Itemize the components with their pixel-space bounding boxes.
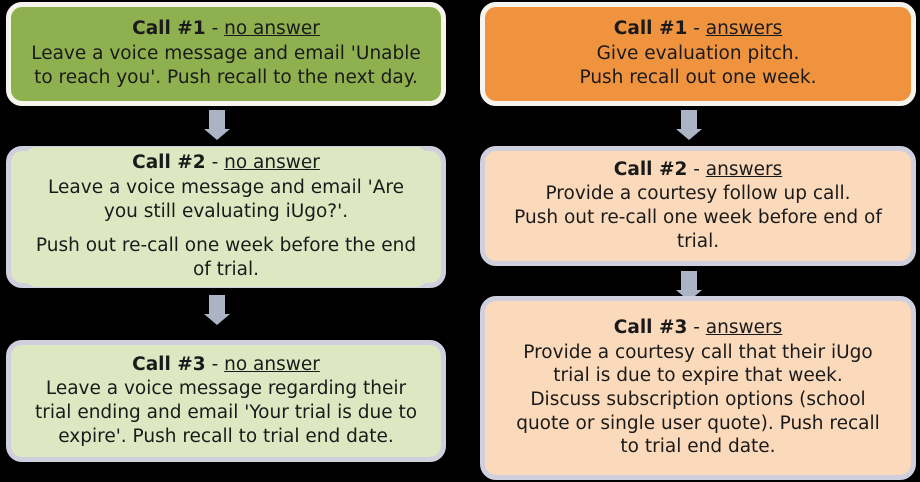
node-body-paragraph: Leave a voice message and email 'Are you… <box>48 177 404 222</box>
node-body-paragraph: Leave a voice message and email 'Unable … <box>31 43 421 88</box>
flow-node-left-call-1[interactable]: Call #1 - no answer Leave a voice messag… <box>6 2 446 106</box>
node-state-label: no answer <box>224 152 320 174</box>
flow-node-left-call-2[interactable]: Call #2 - no answer Leave a voice messag… <box>6 146 446 288</box>
node-inner: Call #1 - answers Give evaluation pitch.… <box>499 13 897 95</box>
node-heading: Call #3 - answers <box>505 317 891 340</box>
node-call-label: Call #1 <box>613 18 688 40</box>
node-separator: - <box>205 152 225 174</box>
node-heading: Call #1 - no answer <box>31 18 421 41</box>
node-inner: Call #2 - answers Provide a courtesy fol… <box>499 153 897 259</box>
arrow-shaft <box>681 110 697 129</box>
arrow-head-icon <box>676 129 702 140</box>
node-body-paragraph: Provide a courtesy follow up call. Push … <box>514 183 882 252</box>
flow-node-left-call-3[interactable]: Call #3 - no answer Leave a voice messag… <box>6 340 446 462</box>
node-heading: Call #2 - no answer <box>31 152 421 175</box>
node-state-label: answers <box>705 18 783 40</box>
node-separator: - <box>205 18 225 40</box>
node-separator: - <box>205 353 225 375</box>
node-separator: - <box>687 316 706 338</box>
node-inner: Call #3 - answers Provide a courtesy cal… <box>499 311 897 465</box>
flow-node-right-call-2[interactable]: Call #2 - answers Provide a courtesy fol… <box>480 146 916 266</box>
node-body-paragraph: Give evaluation pitch. Push recall out o… <box>579 43 817 88</box>
node-separator: - <box>687 158 706 180</box>
node-state-label: answers <box>705 158 783 180</box>
node-state-label: no answer <box>224 353 320 375</box>
flow-node-right-call-3[interactable]: Call #3 - answers Provide a courtesy cal… <box>480 296 916 480</box>
flow-node-right-call-1[interactable]: Call #1 - answers Give evaluation pitch.… <box>480 2 916 106</box>
node-inner: Call #1 - no answer Leave a voice messag… <box>25 13 427 95</box>
node-body-paragraph: Provide a courtesy call that their iUgo … <box>516 341 880 458</box>
connector-arrow-left-1-2 <box>204 110 230 140</box>
node-call-label: Call #2 <box>613 158 688 180</box>
connector-arrow-right-2-3 <box>676 271 702 301</box>
node-heading: Call #1 - answers <box>505 18 891 41</box>
arrow-shaft <box>209 295 225 314</box>
arrow-head-icon <box>676 290 702 301</box>
connector-arrow-left-2-3 <box>204 295 230 325</box>
node-inner: Call #2 - no answer Leave a voice messag… <box>25 147 427 287</box>
arrow-shaft <box>681 271 697 290</box>
node-call-label: Call #3 <box>132 353 206 375</box>
arrow-shaft <box>209 110 225 129</box>
node-inner: Call #3 - no answer Leave a voice messag… <box>25 348 427 454</box>
flow-column-answers: Call #1 - answers Give evaluation pitch.… <box>478 0 920 482</box>
arrow-head-icon <box>204 314 230 325</box>
node-call-label: Call #1 <box>132 18 206 40</box>
node-state-label: no answer <box>224 18 320 40</box>
node-separator: - <box>687 18 706 40</box>
node-state-label: answers <box>705 316 783 338</box>
connector-arrow-right-1-2 <box>676 110 702 140</box>
flow-column-no-answer: Call #1 - no answer Leave a voice messag… <box>0 0 452 482</box>
arrow-head-icon <box>204 129 230 140</box>
node-heading: Call #2 - answers <box>505 159 891 182</box>
node-body-paragraph: Push out re-call one week before the end… <box>35 235 417 281</box>
node-body-paragraph: Leave a voice message regarding their tr… <box>34 378 418 447</box>
node-heading: Call #3 - no answer <box>31 354 421 377</box>
node-call-label: Call #2 <box>132 152 206 174</box>
node-call-label: Call #3 <box>613 316 688 338</box>
